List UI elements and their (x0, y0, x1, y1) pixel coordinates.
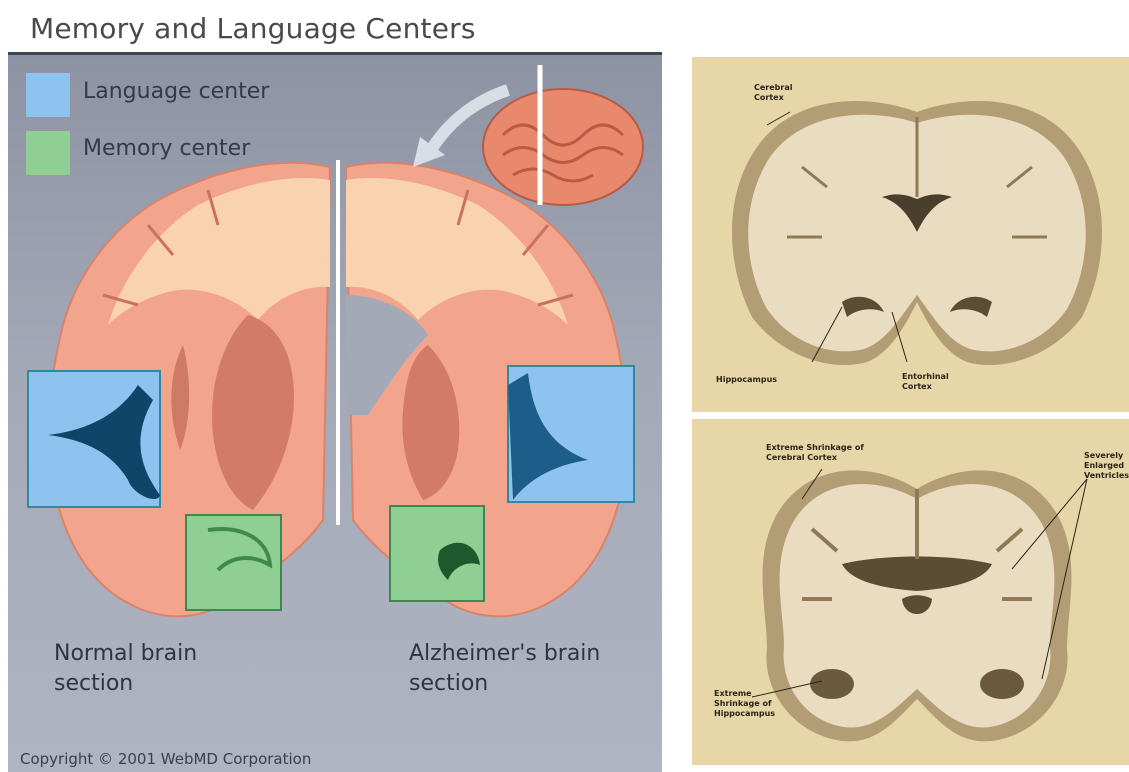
normal-brain-photo: Cerebral Cortex Hippocampus Entorhinal C… (692, 57, 1129, 412)
normal-brain-caption: Normal brain section (54, 639, 197, 699)
language-legend-swatch (26, 73, 70, 117)
cerebral-cortex-label: Cerebral Cortex (754, 83, 792, 103)
brain-thumbnail-icon (483, 65, 643, 205)
alzheimers-brain-photo: Extreme Shrinkage of Cerebral Cortex Sev… (692, 419, 1129, 765)
page-title: Memory and Language Centers (30, 12, 476, 45)
entorhinal-cortex-label: Entorhinal Cortex (902, 372, 949, 392)
language-legend-label: Language center (83, 79, 269, 104)
memory-legend-label: Memory center (83, 136, 250, 161)
cortex-shrinkage-label: Extreme Shrinkage of Cerebral Cortex (766, 443, 864, 463)
memory-legend-swatch (26, 131, 70, 175)
enlarged-ventricles-label: Severely Enlarged Ventricles (1084, 451, 1129, 481)
alzheimers-brain-caption: Alzheimer's brain section (409, 639, 600, 699)
hippocampus-shrinkage-label: Extreme Shrinkage of Hippocampus (714, 689, 775, 719)
hippocampus-label: Hippocampus (716, 375, 777, 385)
illustration-panel: Language center Memory center Normal bra… (8, 52, 662, 772)
normal-coronal-section (692, 57, 1129, 412)
copyright-notice: Copyright © 2001 WebMD Corporation (20, 750, 311, 768)
